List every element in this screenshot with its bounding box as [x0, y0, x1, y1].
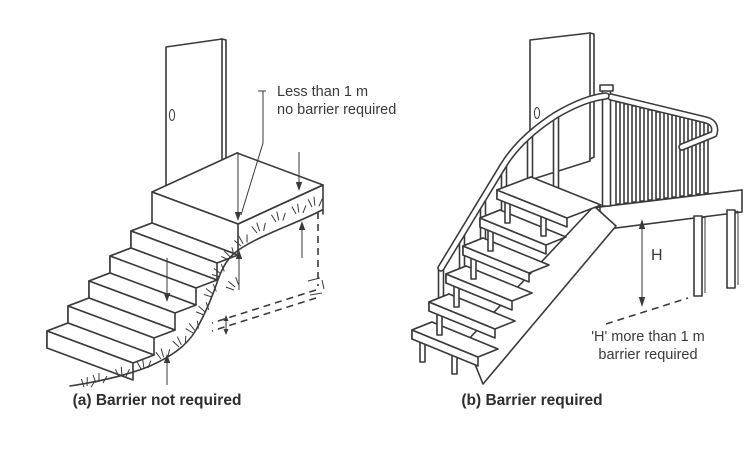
ground-grass-a: [69, 195, 324, 388]
annotation-leader-a: [240, 90, 266, 216]
figure-b: H: [411, 32, 743, 409]
support-posts-b: [693, 209, 739, 297]
hidden-outline-a: [211, 212, 325, 335]
annotation-a-line2: no barrier required: [277, 102, 396, 118]
stair-skirt-b: [465, 205, 617, 385]
caption-a: (a) Barrier not required: [73, 392, 242, 409]
handrail-b: [437, 92, 610, 272]
stairs-a: [46, 222, 239, 381]
platform-rail: [607, 93, 719, 151]
annotation-b-line1: 'H' more than 1 m: [591, 329, 705, 345]
small-gap-indicator: [223, 315, 229, 335]
caption-b: (b) Barrier required: [461, 392, 602, 409]
door-handle-icon: [168, 109, 176, 121]
figure-a: Less than 1 m no barrier required (a) Ba…: [46, 38, 396, 409]
ground-dash-b: [605, 297, 689, 325]
h-dimension-b: H: [605, 219, 689, 325]
stairs-b: [411, 176, 602, 375]
door-handle-icon: [533, 107, 541, 119]
dimension-arrows-a: [163, 152, 306, 385]
door-b: [529, 32, 595, 181]
annotation-a-line1: Less than 1 m: [277, 84, 368, 100]
annotation-b-line2: barrier required: [598, 347, 697, 363]
balustrade-b: [599, 84, 719, 207]
h-dimension-label: H: [651, 247, 663, 264]
newel-post: [599, 84, 614, 207]
